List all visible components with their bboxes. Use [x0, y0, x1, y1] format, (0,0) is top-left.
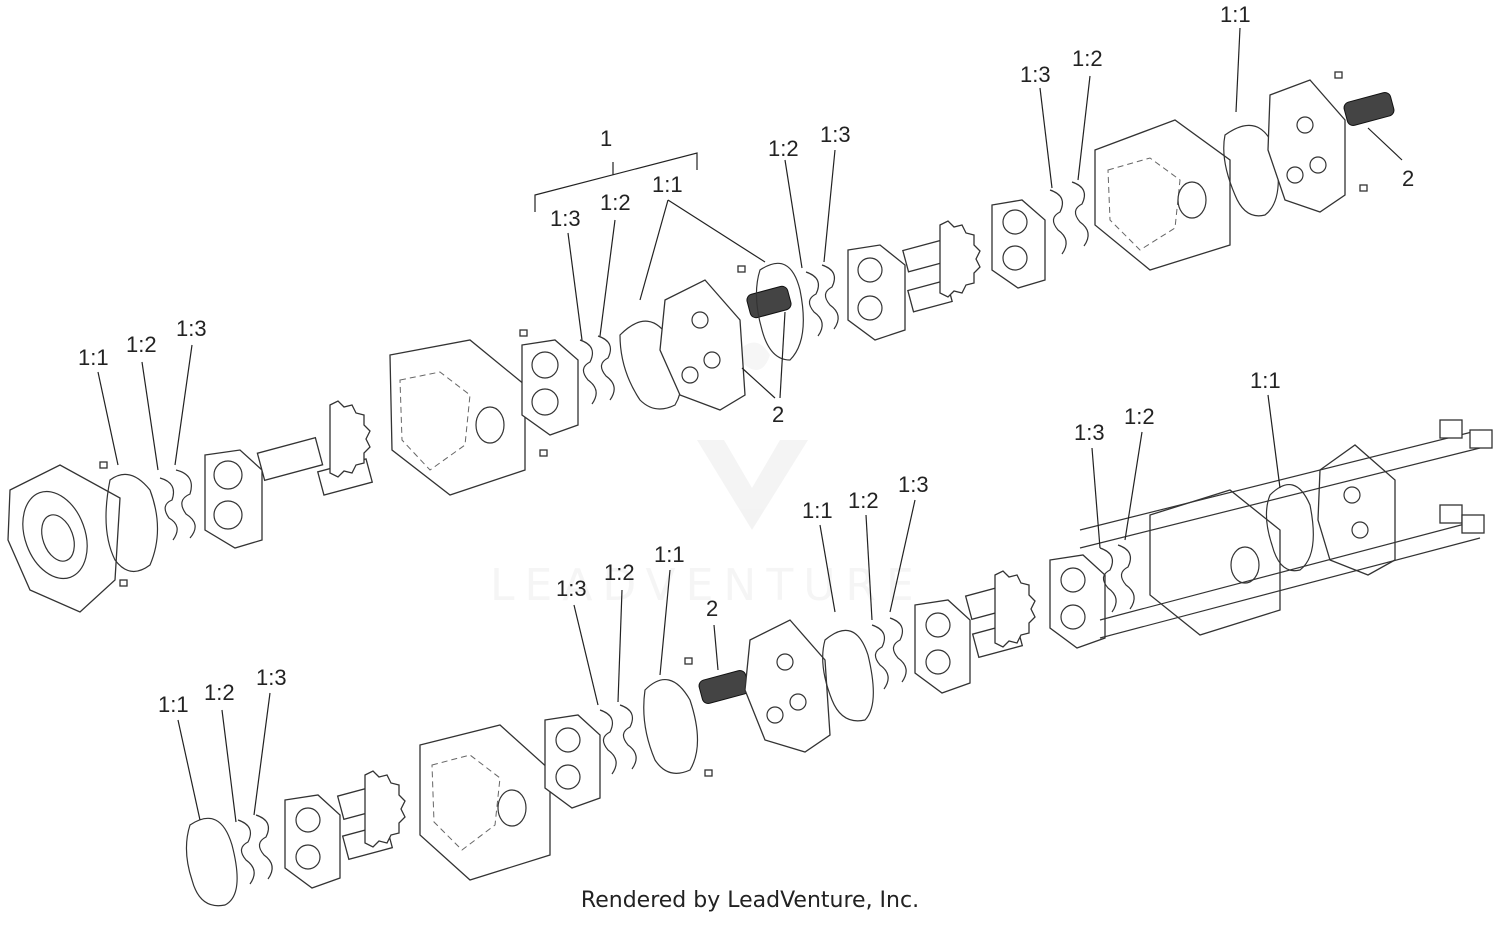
callout-1-1: 1:1 [1220, 2, 1251, 27]
callout-1-1: 1:1 [652, 172, 683, 197]
backup-ring [619, 704, 637, 770]
callout-1-2: 1:2 [600, 190, 631, 215]
rear-cover-plate [1317, 444, 1396, 576]
seal [1049, 189, 1067, 255]
callout-1-3: 1:3 [550, 206, 581, 231]
upper-pump-assembly [7, 71, 1395, 613]
gear-housing [1149, 489, 1281, 636]
o-ring [643, 679, 699, 774]
rear-cover-plate [1267, 79, 1346, 213]
seal [821, 264, 839, 330]
backup-ring [237, 819, 255, 885]
o-ring [1223, 124, 1279, 217]
dowel-sleeve [698, 670, 750, 704]
bushing-block [544, 714, 601, 809]
bolt-head [1461, 514, 1485, 534]
adapter-plate [659, 279, 746, 411]
gear-set [336, 770, 406, 861]
gear-set [964, 570, 1036, 659]
seal [889, 617, 907, 683]
backup-ring [805, 271, 823, 337]
o-ring [619, 320, 683, 410]
backup-ring [871, 624, 889, 690]
callout-2: 2 [1402, 166, 1414, 191]
callout-1-2: 1:2 [848, 488, 879, 513]
callout-1-2: 1:2 [1072, 46, 1103, 71]
bushing-block [847, 244, 906, 341]
watermark-text: LEADVENTURE [490, 560, 924, 611]
seal [175, 469, 196, 539]
callout-assembly: 1 [600, 126, 612, 151]
seal [579, 339, 597, 405]
backup-ring [1071, 181, 1089, 247]
callout-1-3: 1:3 [1074, 420, 1105, 445]
dowel-pin [99, 461, 108, 469]
callout-1-3: 1:3 [176, 316, 207, 341]
mounting-flange [7, 464, 121, 613]
backup-ring [1117, 544, 1135, 610]
o-ring [822, 629, 874, 722]
backup-ring [159, 477, 178, 541]
callout-1-1: 1:1 [654, 542, 685, 567]
callout-1-3: 1:3 [556, 576, 587, 601]
bushing-block [1049, 554, 1106, 649]
gear-set [256, 400, 374, 496]
gear-housing [1094, 119, 1231, 271]
seal [1099, 547, 1117, 613]
callout-labels: 1:1 1:2 1:3 1 1:3 1:2 1:1 2 1:2 1:3 1:3 … [78, 2, 1414, 717]
tie-bolts [1079, 419, 1493, 639]
callout-1-3: 1:3 [256, 665, 287, 690]
callout-1-3: 1:3 [898, 472, 929, 497]
dowel-pin [539, 449, 548, 457]
bolt-head [1439, 419, 1463, 439]
bushing-block [521, 339, 579, 436]
callout-1-1: 1:1 [1250, 368, 1281, 393]
bushing-block [914, 599, 971, 694]
bushing-block [284, 794, 341, 889]
leadventure-watermark-logo: LEADVENTURE [490, 342, 924, 611]
lower-pump-assembly [185, 419, 1493, 907]
dowel-sleeve [1343, 92, 1395, 126]
o-ring [1265, 484, 1314, 572]
callout-1-2: 1:2 [204, 680, 235, 705]
bushing-block [204, 449, 263, 549]
bolt-head [1439, 504, 1463, 524]
callout-1-1: 1:1 [158, 692, 189, 717]
o-ring [185, 817, 238, 907]
callout-2: 2 [772, 402, 784, 427]
o-ring [755, 262, 804, 361]
dowel-pin [519, 329, 528, 337]
gear-set [902, 220, 981, 313]
dowel-pin [684, 657, 693, 665]
dowel-pin [1359, 184, 1368, 192]
backup-ring [597, 335, 615, 401]
callout-1-2: 1:2 [768, 136, 799, 161]
footer-credit: Rendered by LeadVenture, Inc. [580, 888, 920, 913]
seal [255, 814, 273, 880]
callout-2: 2 [706, 596, 718, 621]
dowel-pin [119, 579, 128, 587]
callout-1-2: 1:2 [1124, 404, 1155, 429]
callout-1-1: 1:1 [802, 498, 833, 523]
callout-1-2: 1:2 [126, 332, 157, 357]
seal [599, 709, 617, 775]
callout-1-2: 1:2 [604, 560, 635, 585]
dowel-pin [737, 265, 746, 273]
callout-1-3: 1:3 [1020, 62, 1051, 87]
bolt-head [1469, 429, 1493, 449]
leader-lines [97, 27, 1403, 823]
dowel-pin [1334, 71, 1343, 79]
dowel-pin [704, 769, 713, 777]
gear-housing [389, 339, 526, 496]
adapter-plate [744, 619, 831, 753]
o-ring [105, 473, 159, 572]
gear-housing [419, 724, 551, 881]
callout-1-1: 1:1 [78, 345, 109, 370]
bushing-block [991, 199, 1046, 289]
callout-1-3: 1:3 [820, 122, 851, 147]
